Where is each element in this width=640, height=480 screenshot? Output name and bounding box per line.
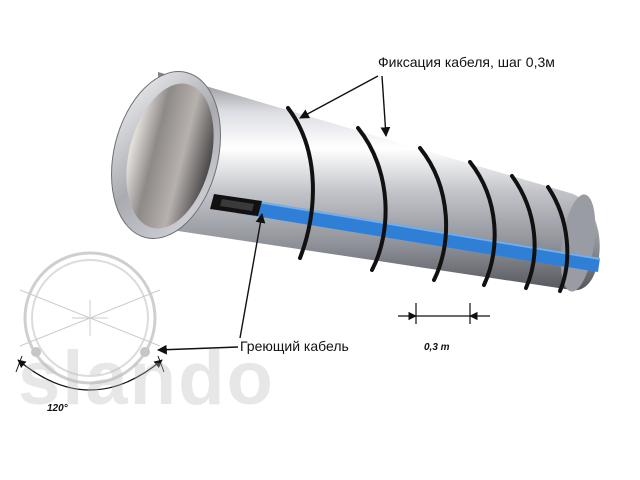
- heating-cable: [210, 194, 601, 272]
- angle-guide: [15, 355, 23, 373]
- contact-angle-label: 120°: [47, 403, 68, 414]
- cross-section: [15, 251, 165, 391]
- cross-section-inner: [31, 259, 149, 377]
- cable-fixation-label: Фиксация кабеля, шаг 0,3м: [378, 54, 555, 70]
- heating-cable-strip: [236, 198, 600, 272]
- cross-section-cable-dot: [140, 347, 150, 357]
- heating-cable-pointer-line: [157, 344, 239, 355]
- pipe: [111, 71, 600, 292]
- fixation-pointer-line: [380, 75, 391, 137]
- fixation-band: [356, 126, 388, 272]
- fixation-band: [468, 160, 497, 287]
- fixation-pointer-line: [299, 75, 379, 119]
- heating-cable-label: Греющий кабель: [240, 338, 349, 354]
- fixation-band: [286, 106, 315, 260]
- heating-cable-core: [220, 199, 254, 211]
- cross-section-cable-dot: [31, 347, 41, 357]
- cross-section-outer: [23, 251, 157, 385]
- fixation-bands: [286, 106, 570, 293]
- angle-guide: [157, 355, 165, 373]
- step-dimension-label: 0,3 m: [424, 342, 450, 353]
- fixation-band: [546, 185, 570, 293]
- step-dimension: [398, 303, 490, 324]
- heating-cable-highlight: [239, 198, 601, 260]
- fixation-pointers: [299, 75, 391, 137]
- pipe-body: [158, 72, 600, 291]
- heating-cable-pointer-line: [239, 213, 266, 339]
- fixation-band: [418, 146, 449, 282]
- angle-arc: [17, 359, 163, 391]
- fixation-band: [510, 174, 537, 290]
- pipe-interior: [126, 83, 214, 229]
- heating-cable-pointers: [157, 213, 266, 355]
